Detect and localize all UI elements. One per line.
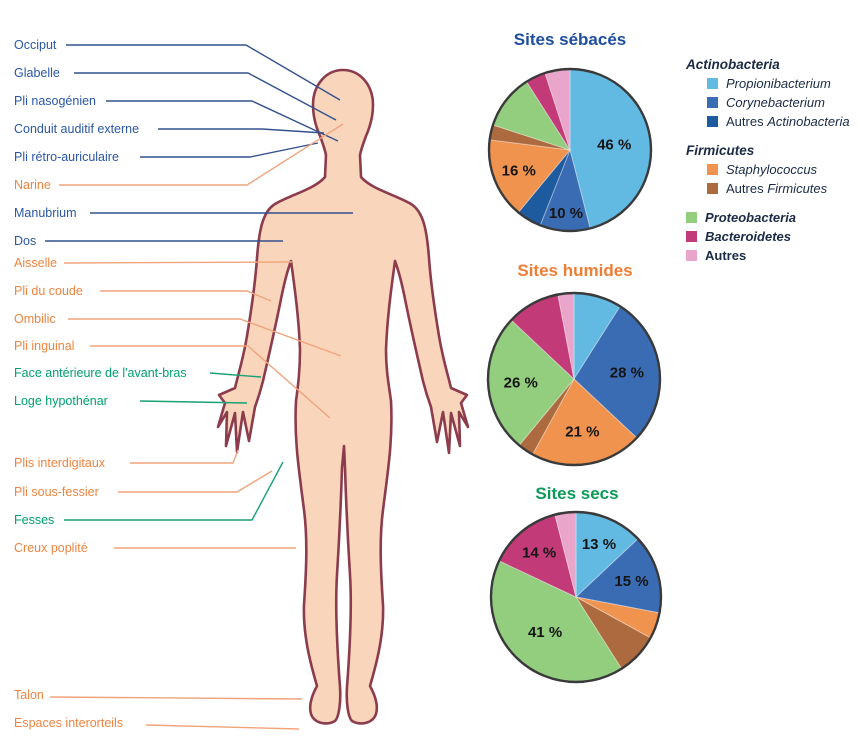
legend-label: Propionibacterium	[726, 76, 831, 91]
pie-title-moist: Sites humides	[517, 261, 633, 280]
pie-percent-label: 26 %	[504, 374, 538, 391]
legend-swatch-autres	[686, 250, 697, 261]
legend-row-actinobacteria: Actinobacteria	[686, 57, 858, 72]
legend-label: Proteobacteria	[705, 210, 797, 225]
body-site-label: Fesses	[14, 513, 55, 527]
leader-line	[130, 449, 239, 464]
legend-row-actinobacteria: Autres Actinobacteria	[707, 114, 858, 129]
legend-label: Actinobacteria	[686, 57, 780, 72]
legend-swatch-proteobacteria	[686, 212, 697, 223]
body-site-label: Conduit auditif externe	[14, 122, 140, 136]
pie-percent-label: 21 %	[565, 424, 599, 441]
legend-row-propionibacterium: Propionibacterium	[707, 76, 858, 91]
legend-label: Autres Actinobacteria	[726, 114, 850, 129]
pie-percent-label: 41 %	[528, 624, 562, 641]
body-site-label: Pli sous-fessier	[14, 485, 99, 499]
body-site-label: Occiput	[14, 38, 57, 52]
body-site-label: Glabelle	[14, 66, 60, 80]
leader-line	[118, 470, 273, 493]
leader-line	[209, 372, 262, 378]
body-site-label: Pli inguinal	[14, 339, 75, 353]
pie-percent-label: 14 %	[522, 544, 556, 561]
leader-line	[66, 44, 341, 101]
leader-line	[49, 696, 303, 700]
body-site-label: Plis interdigitaux	[14, 456, 106, 470]
legend-row-corynebacterium: Corynebacterium	[707, 95, 858, 110]
legend-row-firmicutes: Autres Firmicutes	[707, 181, 858, 196]
legend-row-firmicutes: Firmicutes	[686, 143, 858, 158]
leader-line	[90, 345, 331, 419]
legend-swatch-bacteroidetes	[686, 231, 697, 242]
legend-row-autres: Autres	[686, 248, 858, 263]
body-site-label: Pli rétro-auriculaire	[14, 150, 119, 164]
pie-percent-label: 13 %	[582, 536, 616, 553]
pie-percent-label: 10 %	[549, 205, 583, 222]
body-site-label: Pli nasogénien	[14, 94, 97, 108]
legend-label: Autres Firmicutes	[726, 181, 828, 196]
body-site-label: Face antérieure de l'avant-bras	[14, 366, 187, 380]
pie-charts: 46 % 10 % 16 % 28 % 21 % 26 % 13 % 15 % 41 % 14 %	[486, 67, 663, 684]
pie-title-dry: Sites secs	[535, 484, 619, 503]
legend-label: Firmicutes	[686, 143, 755, 158]
pie-title-sebaceous: Sites sébacés	[513, 30, 627, 49]
body-site-label: Creux poplité	[14, 541, 88, 555]
legend-swatch-corynebacterium	[707, 97, 718, 108]
body-site-label: Espaces interorteils	[14, 716, 124, 730]
body-site-label: Aisselle	[14, 256, 58, 270]
leader-line	[74, 72, 337, 121]
legend-label: Staphylococcus	[726, 162, 818, 177]
body-site-label: Manubrium	[14, 206, 77, 220]
leader-line	[158, 128, 325, 134]
leader-line	[64, 461, 284, 521]
pie-percent-label: 46 %	[597, 136, 631, 153]
legend-row-proteobacteria: Proteobacteria	[686, 210, 858, 225]
legend-swatch-autres_firmicutes	[707, 183, 718, 194]
leader-line	[106, 100, 339, 142]
human-body-silhouette	[216, 68, 470, 725]
body-site-label: Narine	[14, 178, 51, 192]
legend-swatch-autres_actinobacteria	[707, 116, 718, 127]
leader-line	[139, 400, 248, 404]
legend-swatch-staphylococcus	[707, 164, 718, 175]
legend-swatch-propionibacterium	[707, 78, 718, 89]
pie-percent-label: 28 %	[610, 364, 644, 381]
body-site-label: Loge hypothénar	[14, 394, 108, 408]
leader-line	[140, 142, 319, 158]
leader-line	[68, 318, 342, 357]
body-site-label: Talon	[14, 688, 44, 702]
leader-line	[59, 123, 344, 186]
body-site-label: Dos	[14, 234, 37, 248]
legend-row-staphylococcus: Staphylococcus	[707, 162, 858, 177]
pie-rim	[487, 67, 653, 233]
pie-percent-label: 15 %	[614, 573, 648, 590]
leader-line	[145, 724, 300, 730]
pie-rim	[486, 291, 662, 467]
legend-label: Autres	[705, 248, 747, 263]
leader-line	[63, 261, 293, 264]
body-site-label: Pli du coude	[14, 284, 83, 298]
pie-percent-label: 16 %	[502, 162, 536, 179]
pie-rim	[489, 510, 663, 684]
legend-row-bacteroidetes: Bacteroidetes	[686, 229, 858, 244]
leader-lines	[45, 44, 353, 730]
legend-label: Bacteroidetes	[705, 229, 791, 244]
body-site-label: Ombilic	[14, 312, 56, 326]
legend-label: Corynebacterium	[726, 95, 825, 110]
leader-line	[100, 290, 272, 302]
